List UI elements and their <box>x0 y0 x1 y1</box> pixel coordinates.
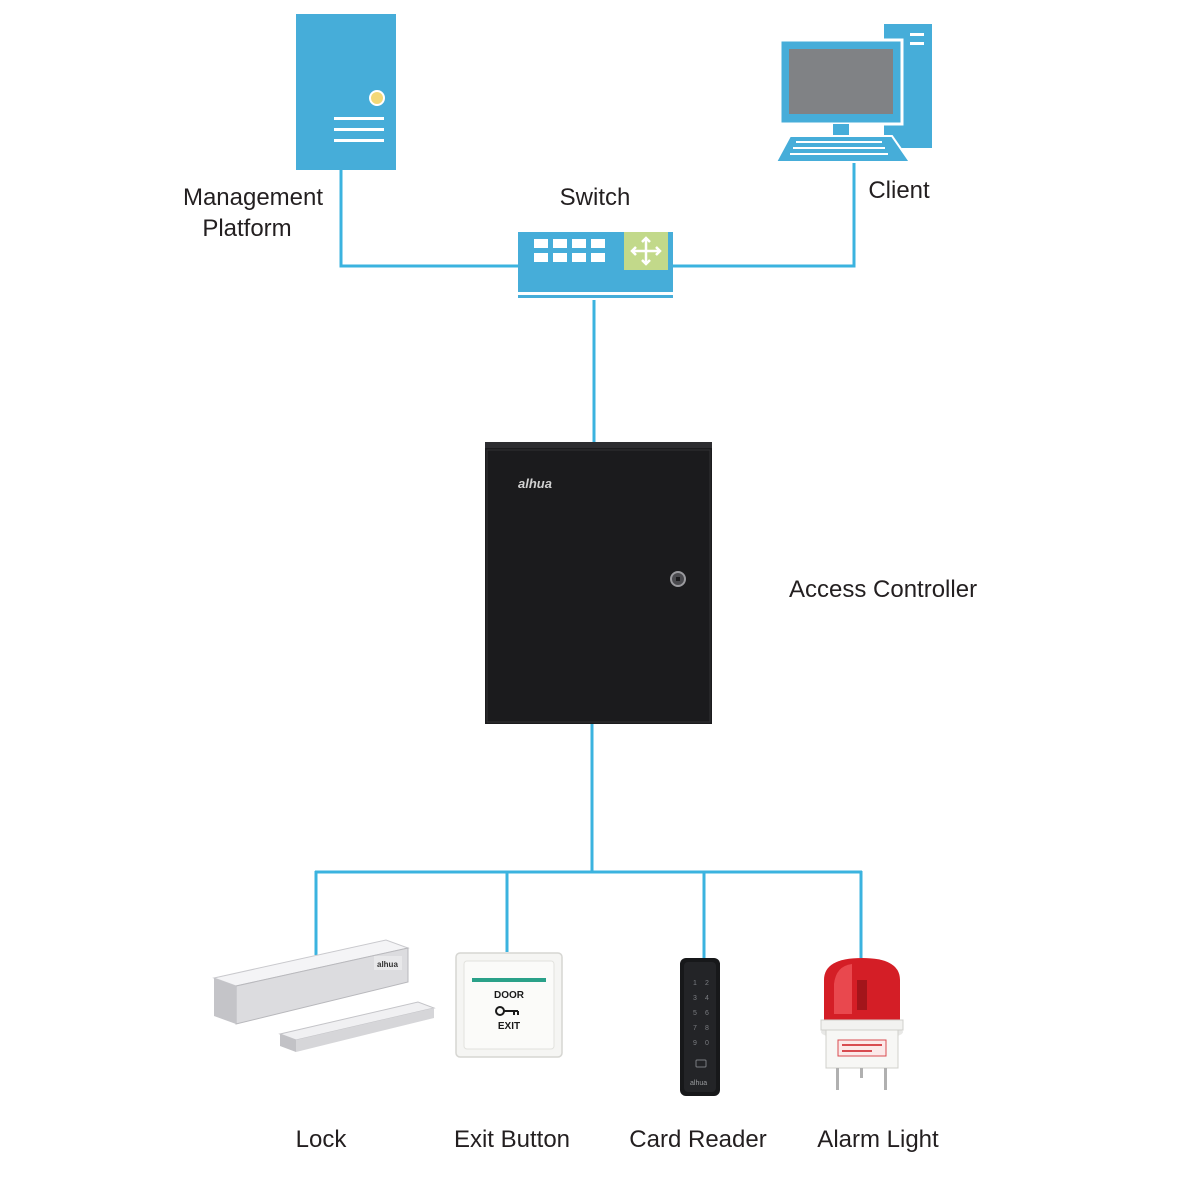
management-platform-label: Management Platform <box>183 182 323 244</box>
magnetic-lock-device: alhua <box>212 939 436 1052</box>
exit-top-text: DOOR <box>494 990 525 1001</box>
management-platform-line1: Management <box>182 184 324 211</box>
svg-text:2: 2 <box>705 980 709 987</box>
exit-bottom-text: EXIT <box>498 1021 520 1032</box>
line-client-to-switch <box>673 160 856 268</box>
alarm-light-label: Alarm Light <box>817 1126 939 1153</box>
client-label: Client <box>868 177 930 204</box>
card-reader-device: 1 2 3 4 5 6 7 8 9 0 alhua <box>680 958 720 1096</box>
svg-text:9: 9 <box>693 1040 697 1047</box>
controller-brand-logo: alhua <box>518 476 552 491</box>
connector-lines <box>314 160 863 958</box>
switch-label: Switch <box>559 184 631 211</box>
svg-text:alhua: alhua <box>690 1080 707 1087</box>
alarm-light-device <box>820 958 904 1090</box>
svg-text:6: 6 <box>705 1010 709 1017</box>
svg-text:7: 7 <box>693 1025 697 1032</box>
exit-button-label: Exit Button <box>453 1126 571 1153</box>
card-reader-label: Card Reader <box>629 1126 767 1153</box>
lock-label: Lock <box>295 1126 347 1153</box>
svg-text:alhua: alhua <box>377 960 398 969</box>
desktop-computer-icon <box>774 24 932 163</box>
svg-text:3: 3 <box>693 995 697 1002</box>
network-switch-icon <box>518 232 673 298</box>
exit-button-device: DOOR EXIT <box>455 952 563 1058</box>
access-controller-label: Access Controller <box>789 576 978 603</box>
server-tower-icon <box>296 14 396 170</box>
svg-text:0: 0 <box>705 1040 709 1047</box>
svg-text:4: 4 <box>705 995 709 1002</box>
access-controller-device: alhua <box>485 442 712 724</box>
management-platform-line2: Platform <box>202 215 292 242</box>
svg-text:1: 1 <box>693 980 697 987</box>
line-server-to-switch <box>339 170 518 268</box>
svg-text:8: 8 <box>705 1025 709 1032</box>
svg-text:5: 5 <box>693 1010 697 1017</box>
key-icon <box>495 1006 519 1016</box>
